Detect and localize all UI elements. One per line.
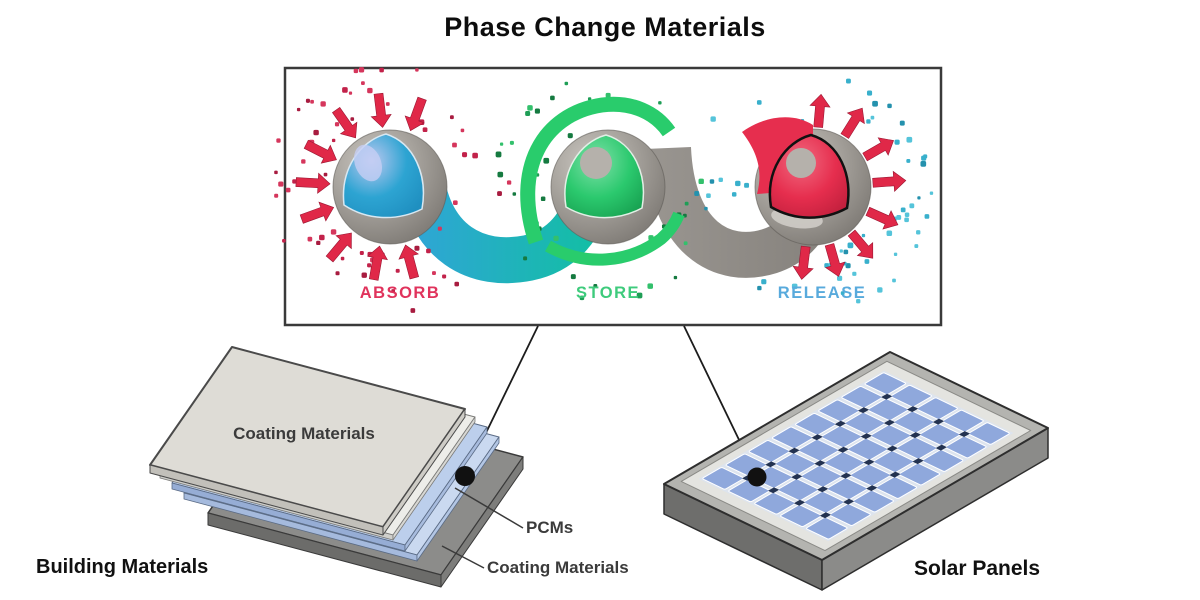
solar-panels-caption: Solar Panels	[914, 557, 1041, 580]
coating-top-label: Coating Materials	[233, 424, 375, 443]
solar-panel-illustration	[664, 352, 1048, 590]
pcms-label: PCMs	[526, 518, 574, 537]
release-sphere	[742, 117, 872, 246]
release-heat-arrows	[792, 93, 907, 280]
absorb-sphere	[332, 129, 448, 245]
building-materials-caption: Building Materials	[36, 556, 209, 578]
stage-label-store: STORE	[575, 284, 641, 302]
store-ribbon-tail	[545, 211, 685, 266]
coating-bottom-label: Coating Materials	[487, 558, 629, 577]
page-title: Phase Change Materials	[444, 12, 766, 42]
solar-cell-grid	[699, 371, 1014, 542]
store-ribbon-arc	[520, 96, 676, 245]
absorb-particles	[274, 67, 512, 313]
store-sphere	[520, 96, 685, 266]
building-materials-illustration	[149, 346, 524, 588]
absorb-heat-arrows	[295, 92, 427, 281]
building-pointer-dot	[455, 466, 475, 486]
release-particles	[694, 78, 934, 304]
stage-label-absorb: ABSORB	[359, 284, 441, 302]
stage-label-release: RELEASE	[777, 284, 867, 302]
solar-pointer-dot	[747, 467, 767, 487]
